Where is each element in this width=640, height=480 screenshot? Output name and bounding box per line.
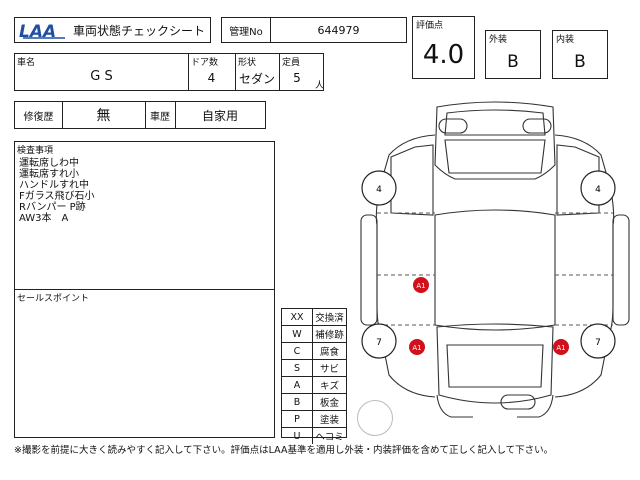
- logo: LAA: [17, 21, 73, 42]
- inspection-item: Fガラス飛び石小: [19, 191, 95, 202]
- damage-mark-a1: A1: [409, 339, 425, 355]
- inspection-item: ハンドルすれ中: [19, 180, 89, 191]
- stamp-circle: [357, 400, 393, 436]
- legend-code: C: [282, 343, 313, 359]
- legend-desc: 腐食: [319, 347, 339, 358]
- body-shape-label: 形状: [238, 58, 257, 68]
- legend-code: A: [282, 377, 313, 393]
- body-shape-value: セダン: [238, 71, 275, 86]
- inspection-item: 運転席しわ中: [19, 158, 79, 169]
- tire-front-right-label: 4: [595, 185, 601, 195]
- inspection-items: 運転席しわ中 運転席すれ小 ハンドルすれ中 Fガラス飛び石小 Rバンパー P跡 …: [19, 158, 95, 224]
- legend-row: U ヘコミ: [282, 428, 346, 444]
- doors-value: 4: [207, 71, 216, 85]
- damage-mark-a1: A1: [413, 277, 429, 293]
- legend-code: U: [282, 428, 313, 444]
- vehicle-info-row: 車名 G S ドア数 4 形状 セダン 定員 5 人: [14, 53, 324, 91]
- inspection-item: Rバンパー P跡: [19, 202, 86, 213]
- legend-desc: 塗装: [319, 415, 339, 426]
- svg-text:LAA: LAA: [19, 22, 56, 40]
- sheet-title: 車両状態チェックシート: [73, 23, 206, 38]
- repair-history-value: 無: [96, 108, 111, 124]
- doors-label: ドア数: [191, 58, 219, 68]
- tire-front-right-icon: 4: [580, 170, 616, 206]
- legend-row: P 塗装: [282, 411, 346, 428]
- capacity-label: 定員: [282, 58, 301, 68]
- inspection-item: 運転席すれ小: [19, 169, 79, 180]
- management-no-label: 管理No: [222, 18, 271, 42]
- exterior-grade-value: B: [507, 52, 519, 72]
- car-name-label: 車名: [17, 58, 36, 68]
- interior-grade-box: 内装 B: [552, 30, 608, 79]
- interior-grade-label: 内装: [556, 35, 575, 45]
- damage-mark-label: A1: [556, 344, 565, 352]
- damage-mark-label: A1: [416, 282, 425, 290]
- inspection-panel: 検査事項 運転席しわ中 運転席すれ小 ハンドルすれ中 Fガラス飛び石小 Rバンパ…: [14, 141, 275, 290]
- damage-mark-a1: A1: [553, 339, 569, 355]
- logo-icon: LAA: [19, 22, 65, 42]
- legend-code: XX: [282, 309, 313, 325]
- repair-history-label: 修復歴: [23, 111, 54, 123]
- footer-note: ※撮影を前提に大きく読みやすく記入して下さい。評価点はLAA基準を適用し外装・内…: [14, 445, 554, 456]
- usage-history-label: 車歴: [150, 111, 170, 123]
- tire-rear-right-label: 7: [595, 338, 601, 348]
- car-diagram: 4 4 7 7 A1 A1 A1: [360, 101, 630, 418]
- capacity-unit: 人: [315, 81, 325, 91]
- legend-row: A キズ: [282, 377, 346, 394]
- score-box: 評価点 4.0: [412, 16, 475, 79]
- legend-desc: キズ: [319, 381, 339, 392]
- legend-row: C 腐食: [282, 343, 346, 360]
- legend-desc: 板金: [319, 398, 339, 409]
- legend-desc: ヘコミ: [315, 432, 344, 443]
- management-no-value: 644979: [317, 23, 360, 37]
- score-label: 評価点: [416, 21, 444, 31]
- sales-points-panel: セールスポイント: [14, 289, 275, 438]
- usage-history-value: 自家用: [201, 108, 238, 123]
- interior-grade-value: B: [574, 52, 586, 72]
- exterior-grade-box: 外装 B: [485, 30, 541, 79]
- inspection-item: AW3本 A: [19, 213, 69, 224]
- legend-code: B: [282, 394, 313, 410]
- legend-code: P: [282, 411, 313, 427]
- legend-row: W 補修跡: [282, 326, 346, 343]
- legend-desc: 交換済: [315, 313, 344, 324]
- tire-rear-left-label: 7: [376, 338, 382, 348]
- legend-code: S: [282, 360, 313, 376]
- legend-desc: 補修跡: [315, 330, 344, 341]
- header-title-box: LAA 車両状態チェックシート: [14, 17, 211, 43]
- tire-front-left-icon: 4: [361, 170, 397, 206]
- tire-rear-right-icon: 7: [580, 323, 616, 359]
- score-value: 4.0: [422, 40, 465, 70]
- tire-front-left-label: 4: [376, 185, 382, 195]
- capacity-value: 5: [293, 71, 301, 85]
- legend-row: B 板金: [282, 394, 346, 411]
- management-no-box: 管理No 644979: [221, 17, 407, 43]
- legend-row: XX 交換済: [282, 309, 346, 326]
- exterior-grade-label: 外装: [489, 35, 508, 45]
- legend-row: S サビ: [282, 360, 346, 377]
- legend-desc: サビ: [319, 364, 339, 375]
- legend-code: W: [282, 326, 313, 342]
- tire-rear-left-icon: 7: [361, 323, 397, 359]
- inspection-title: 検査事項: [17, 146, 54, 156]
- damage-mark-label: A1: [412, 344, 421, 352]
- sales-points-title: セールスポイント: [17, 294, 90, 304]
- damage-legend: XX 交換済 W 補修跡 C 腐食 S サビ A キズ B 板金 P 塗装 U …: [281, 308, 347, 444]
- car-name-value: G S: [90, 68, 113, 84]
- history-row: 修復歴 無 車歴 自家用: [14, 101, 266, 129]
